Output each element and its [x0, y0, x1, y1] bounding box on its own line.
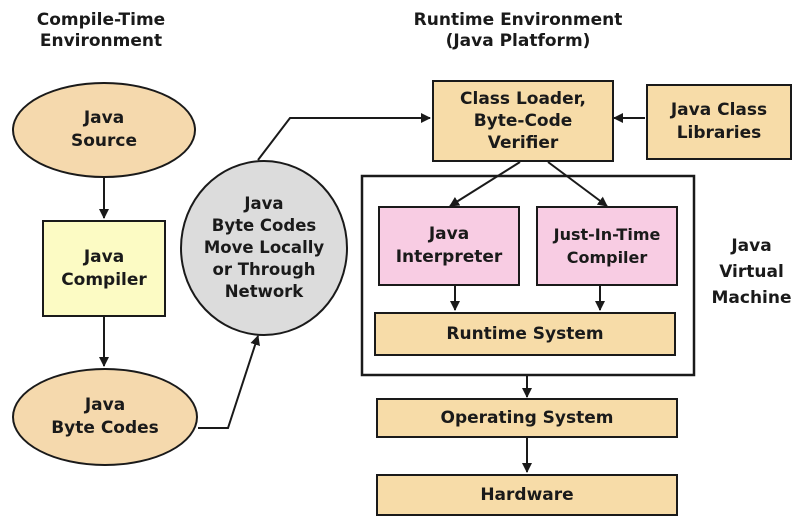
java-class-libraries-line-1: Java Class	[670, 100, 768, 120]
class-loader-node: Class Loader, Byte-Code Verifier	[432, 80, 614, 162]
java-compiler-line-2: Compiler	[61, 269, 147, 290]
java-interpreter-node: Java Interpreter	[378, 206, 520, 286]
runtime-environment-label: Runtime Environment (Java Platform)	[396, 10, 640, 52]
java-interpreter-line-1: Java	[428, 224, 470, 244]
java-byte-codes-line-2: Byte Codes	[51, 418, 159, 438]
runtime-system-node: Runtime System	[374, 312, 676, 356]
byte-codes-move-line-1: Java	[244, 194, 284, 213]
byte-codes-move-line-3: Move Locally	[203, 238, 325, 257]
byte-codes-move-line-4: or Through	[212, 260, 316, 279]
compile-time-line-2: Environment	[39, 31, 163, 51]
byte-codes-move-line-5: Network	[224, 282, 304, 301]
byte-codes-move-line-2: Byte Codes	[211, 216, 317, 235]
hardware-text: Hardware	[480, 484, 574, 505]
jvm-line-1: Java	[731, 236, 772, 256]
compile-time-line-1: Compile-Time	[36, 10, 166, 30]
java-class-libraries-line-2: Libraries	[676, 123, 762, 143]
operating-system-node: Operating System	[376, 398, 678, 438]
jvm-frame	[360, 174, 696, 377]
java-source-line-1: Java	[83, 108, 125, 128]
java-compiler-node: Java Compiler	[42, 220, 166, 317]
byte-codes-move-node: Java Byte Codes Move Locally or Through …	[180, 160, 348, 336]
java-compiler-line-1: Java	[83, 246, 125, 267]
arrow-bytecodes-to-network	[198, 335, 260, 429]
java-source-node: Java Source	[12, 82, 196, 178]
jit-compiler-line-2: Compiler	[566, 248, 648, 267]
runtime-line-1: Runtime Environment	[413, 10, 623, 30]
jvm-line-2: Virtual	[719, 262, 784, 282]
compile-time-label: Compile-Time Environment	[10, 10, 192, 52]
arrow-network-to-classloader	[257, 113, 431, 161]
jit-compiler-line-1: Just-In-Time	[553, 225, 661, 244]
jvm-line-3: Machine	[711, 288, 792, 308]
class-loader-line-2: Byte-Code	[473, 111, 573, 131]
operating-system-text: Operating System	[440, 407, 614, 428]
java-source-line-2: Source	[70, 131, 138, 151]
jvm-label: Java Virtual Machine	[703, 233, 800, 311]
class-loader-line-3: Verifier	[487, 133, 559, 153]
runtime-system-text: Runtime System	[446, 323, 604, 344]
class-loader-line-1: Class Loader,	[460, 89, 586, 109]
hardware-node: Hardware	[376, 474, 678, 516]
arrow-classloader-to-interpreter	[449, 161, 521, 207]
java-interpreter-line-2: Interpreter	[395, 247, 503, 267]
java-byte-codes-line-1: Java	[84, 395, 126, 415]
arrow-classloader-to-jit	[547, 161, 608, 207]
jit-compiler-node: Just-In-Time Compiler	[536, 206, 678, 286]
runtime-line-2: (Java Platform)	[445, 31, 591, 51]
java-byte-codes-node: Java Byte Codes	[12, 368, 198, 466]
java-class-libraries-node: Java Class Libraries	[646, 84, 792, 160]
